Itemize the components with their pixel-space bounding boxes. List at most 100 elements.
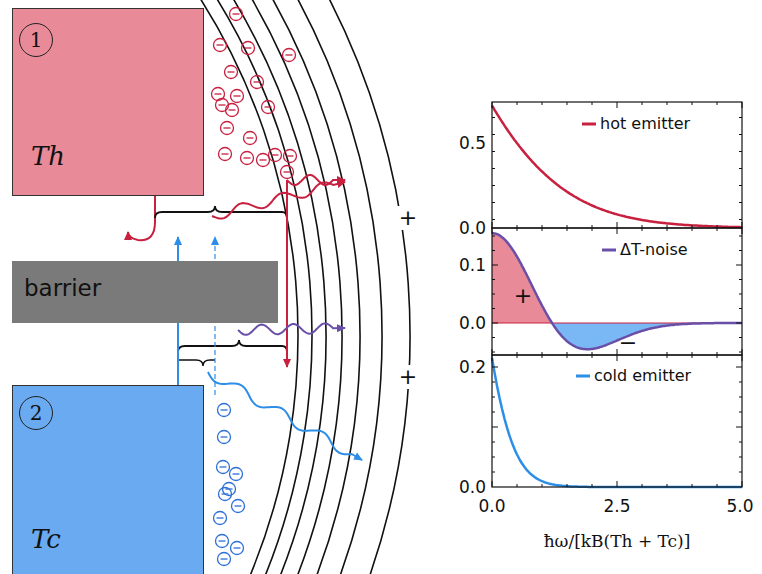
charge-sign xyxy=(287,155,294,156)
tick xyxy=(492,457,495,458)
tick xyxy=(492,168,495,169)
charge-sign xyxy=(245,47,252,48)
legend-label: hot emitter xyxy=(600,116,690,132)
tick xyxy=(739,279,742,280)
tick xyxy=(739,168,742,169)
tick xyxy=(739,185,742,186)
charge-sign xyxy=(228,71,235,72)
tick xyxy=(517,355,518,358)
negative-charge xyxy=(284,150,297,163)
tick xyxy=(617,355,618,361)
photon-arrow xyxy=(212,182,345,219)
tick xyxy=(617,349,618,355)
tick xyxy=(492,228,493,234)
negative-charge xyxy=(241,152,254,165)
tick xyxy=(492,294,495,295)
tick xyxy=(492,219,495,220)
tick xyxy=(742,222,743,228)
negative-charge xyxy=(251,76,264,89)
tick-label: 2.5 xyxy=(603,498,630,515)
area-sign: + xyxy=(514,285,532,307)
tick xyxy=(667,228,668,231)
tick xyxy=(567,355,568,358)
emission-arrow xyxy=(286,180,288,367)
brace xyxy=(178,360,215,366)
hot-emitter-box: Th 1 xyxy=(12,8,204,196)
tick xyxy=(492,102,493,108)
tick xyxy=(739,412,742,413)
tick xyxy=(736,427,742,428)
callout-label: 2 xyxy=(30,403,43,423)
tick xyxy=(492,308,495,309)
charge-sign xyxy=(222,493,229,494)
charge-sign xyxy=(284,171,291,172)
wavefront xyxy=(296,0,382,574)
tick xyxy=(667,102,668,105)
charge-sign xyxy=(221,409,228,410)
negative-charge xyxy=(221,122,234,135)
tick-label: 0.1 xyxy=(459,257,486,274)
charge-sign xyxy=(221,436,228,437)
tick xyxy=(642,484,643,487)
negative-charge xyxy=(225,66,238,79)
callout-label: 1 xyxy=(30,30,43,50)
tick xyxy=(739,308,742,309)
charge-sign xyxy=(235,505,242,506)
node-label: Th xyxy=(31,143,65,169)
tick xyxy=(739,117,742,118)
tick xyxy=(492,151,495,152)
charge-sign xyxy=(272,154,279,155)
tick xyxy=(617,481,618,487)
tick xyxy=(542,484,543,487)
charge-sign xyxy=(217,44,224,45)
tick-label: 0.0 xyxy=(478,498,505,515)
tick-label: 0.2 xyxy=(459,359,486,376)
legend-label: ΔT-noise xyxy=(620,242,688,258)
negative-charge xyxy=(218,404,231,417)
plot-frame xyxy=(492,228,742,355)
charge-sign xyxy=(234,95,241,96)
cold-emitter-box: Tc2 xyxy=(12,385,204,574)
negative-charge xyxy=(269,149,282,162)
negative-area xyxy=(552,323,742,349)
tick xyxy=(492,442,495,443)
negative-charge xyxy=(230,8,243,21)
tick xyxy=(617,228,618,234)
tick-label: 0.0 xyxy=(459,479,486,496)
photon-arrow xyxy=(287,175,345,185)
brace xyxy=(155,206,287,218)
photon-arrow xyxy=(208,372,362,460)
photon-arrow xyxy=(238,323,345,334)
tick xyxy=(736,367,742,368)
charge-sign xyxy=(219,104,226,105)
tick xyxy=(492,323,498,324)
legend-line xyxy=(582,123,596,126)
negative-charge xyxy=(216,535,229,548)
tick xyxy=(542,355,543,358)
tick xyxy=(492,265,498,266)
axis-label: ħω/[kB(Th + Tc)] xyxy=(544,533,691,550)
tick xyxy=(492,337,495,338)
tick-label: 0.5 xyxy=(459,135,486,152)
barrier-block: barrier xyxy=(12,261,278,323)
tick xyxy=(542,102,543,105)
charge-sign xyxy=(222,153,229,154)
charge-sign xyxy=(254,81,261,82)
tick xyxy=(492,412,495,413)
tick xyxy=(739,457,742,458)
negative-charge xyxy=(281,166,294,179)
tick xyxy=(717,484,718,487)
tick xyxy=(542,228,543,231)
tick xyxy=(742,228,743,234)
tick xyxy=(492,427,498,428)
negative-charge xyxy=(226,104,239,117)
negative-charge xyxy=(219,488,232,501)
charge-sign xyxy=(286,54,293,55)
charge-sign xyxy=(265,106,272,107)
tick xyxy=(492,355,493,361)
tick xyxy=(667,484,668,487)
tick xyxy=(492,397,495,398)
tick xyxy=(492,349,493,355)
tick xyxy=(692,228,693,231)
negative-charge xyxy=(218,553,231,566)
